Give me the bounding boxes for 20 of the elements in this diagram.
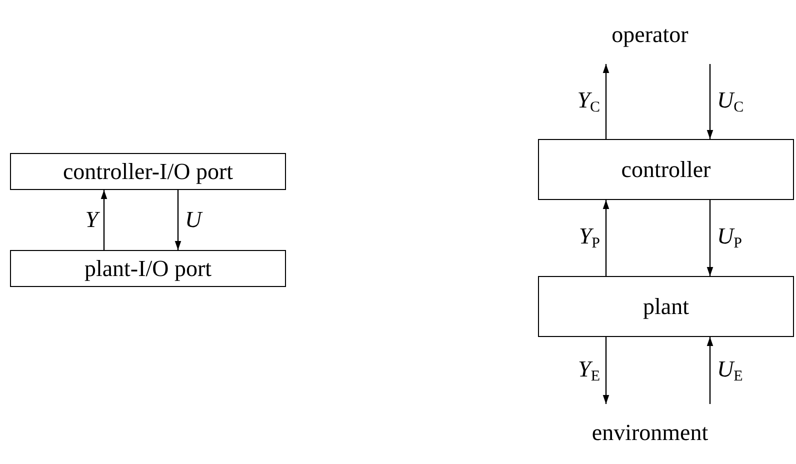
block-box: plant-I/O port [10,250,286,287]
arrow [602,64,610,139]
edge-label: Y [85,207,98,233]
arrow [706,200,714,276]
edge-label: U [185,207,202,233]
arrow [174,190,182,250]
edge-label: Y$_{E}$ [578,356,600,385]
edge-label: Y$_{P}$ [578,224,600,252]
arrow [706,64,714,139]
edge-label: U$_{E}$ [717,356,743,385]
arrow [100,190,108,250]
arrow [602,337,610,404]
edge-label: U$_{C}$ [717,87,744,116]
arrow [706,337,714,404]
block-box: controller-I/O port [10,153,286,190]
edge-label: Y$_{C}$ [577,87,600,116]
block-box: controller [538,139,794,200]
arrow [602,200,610,276]
edge-label: U$_{P}$ [717,224,742,252]
block-box: plant [538,276,794,337]
